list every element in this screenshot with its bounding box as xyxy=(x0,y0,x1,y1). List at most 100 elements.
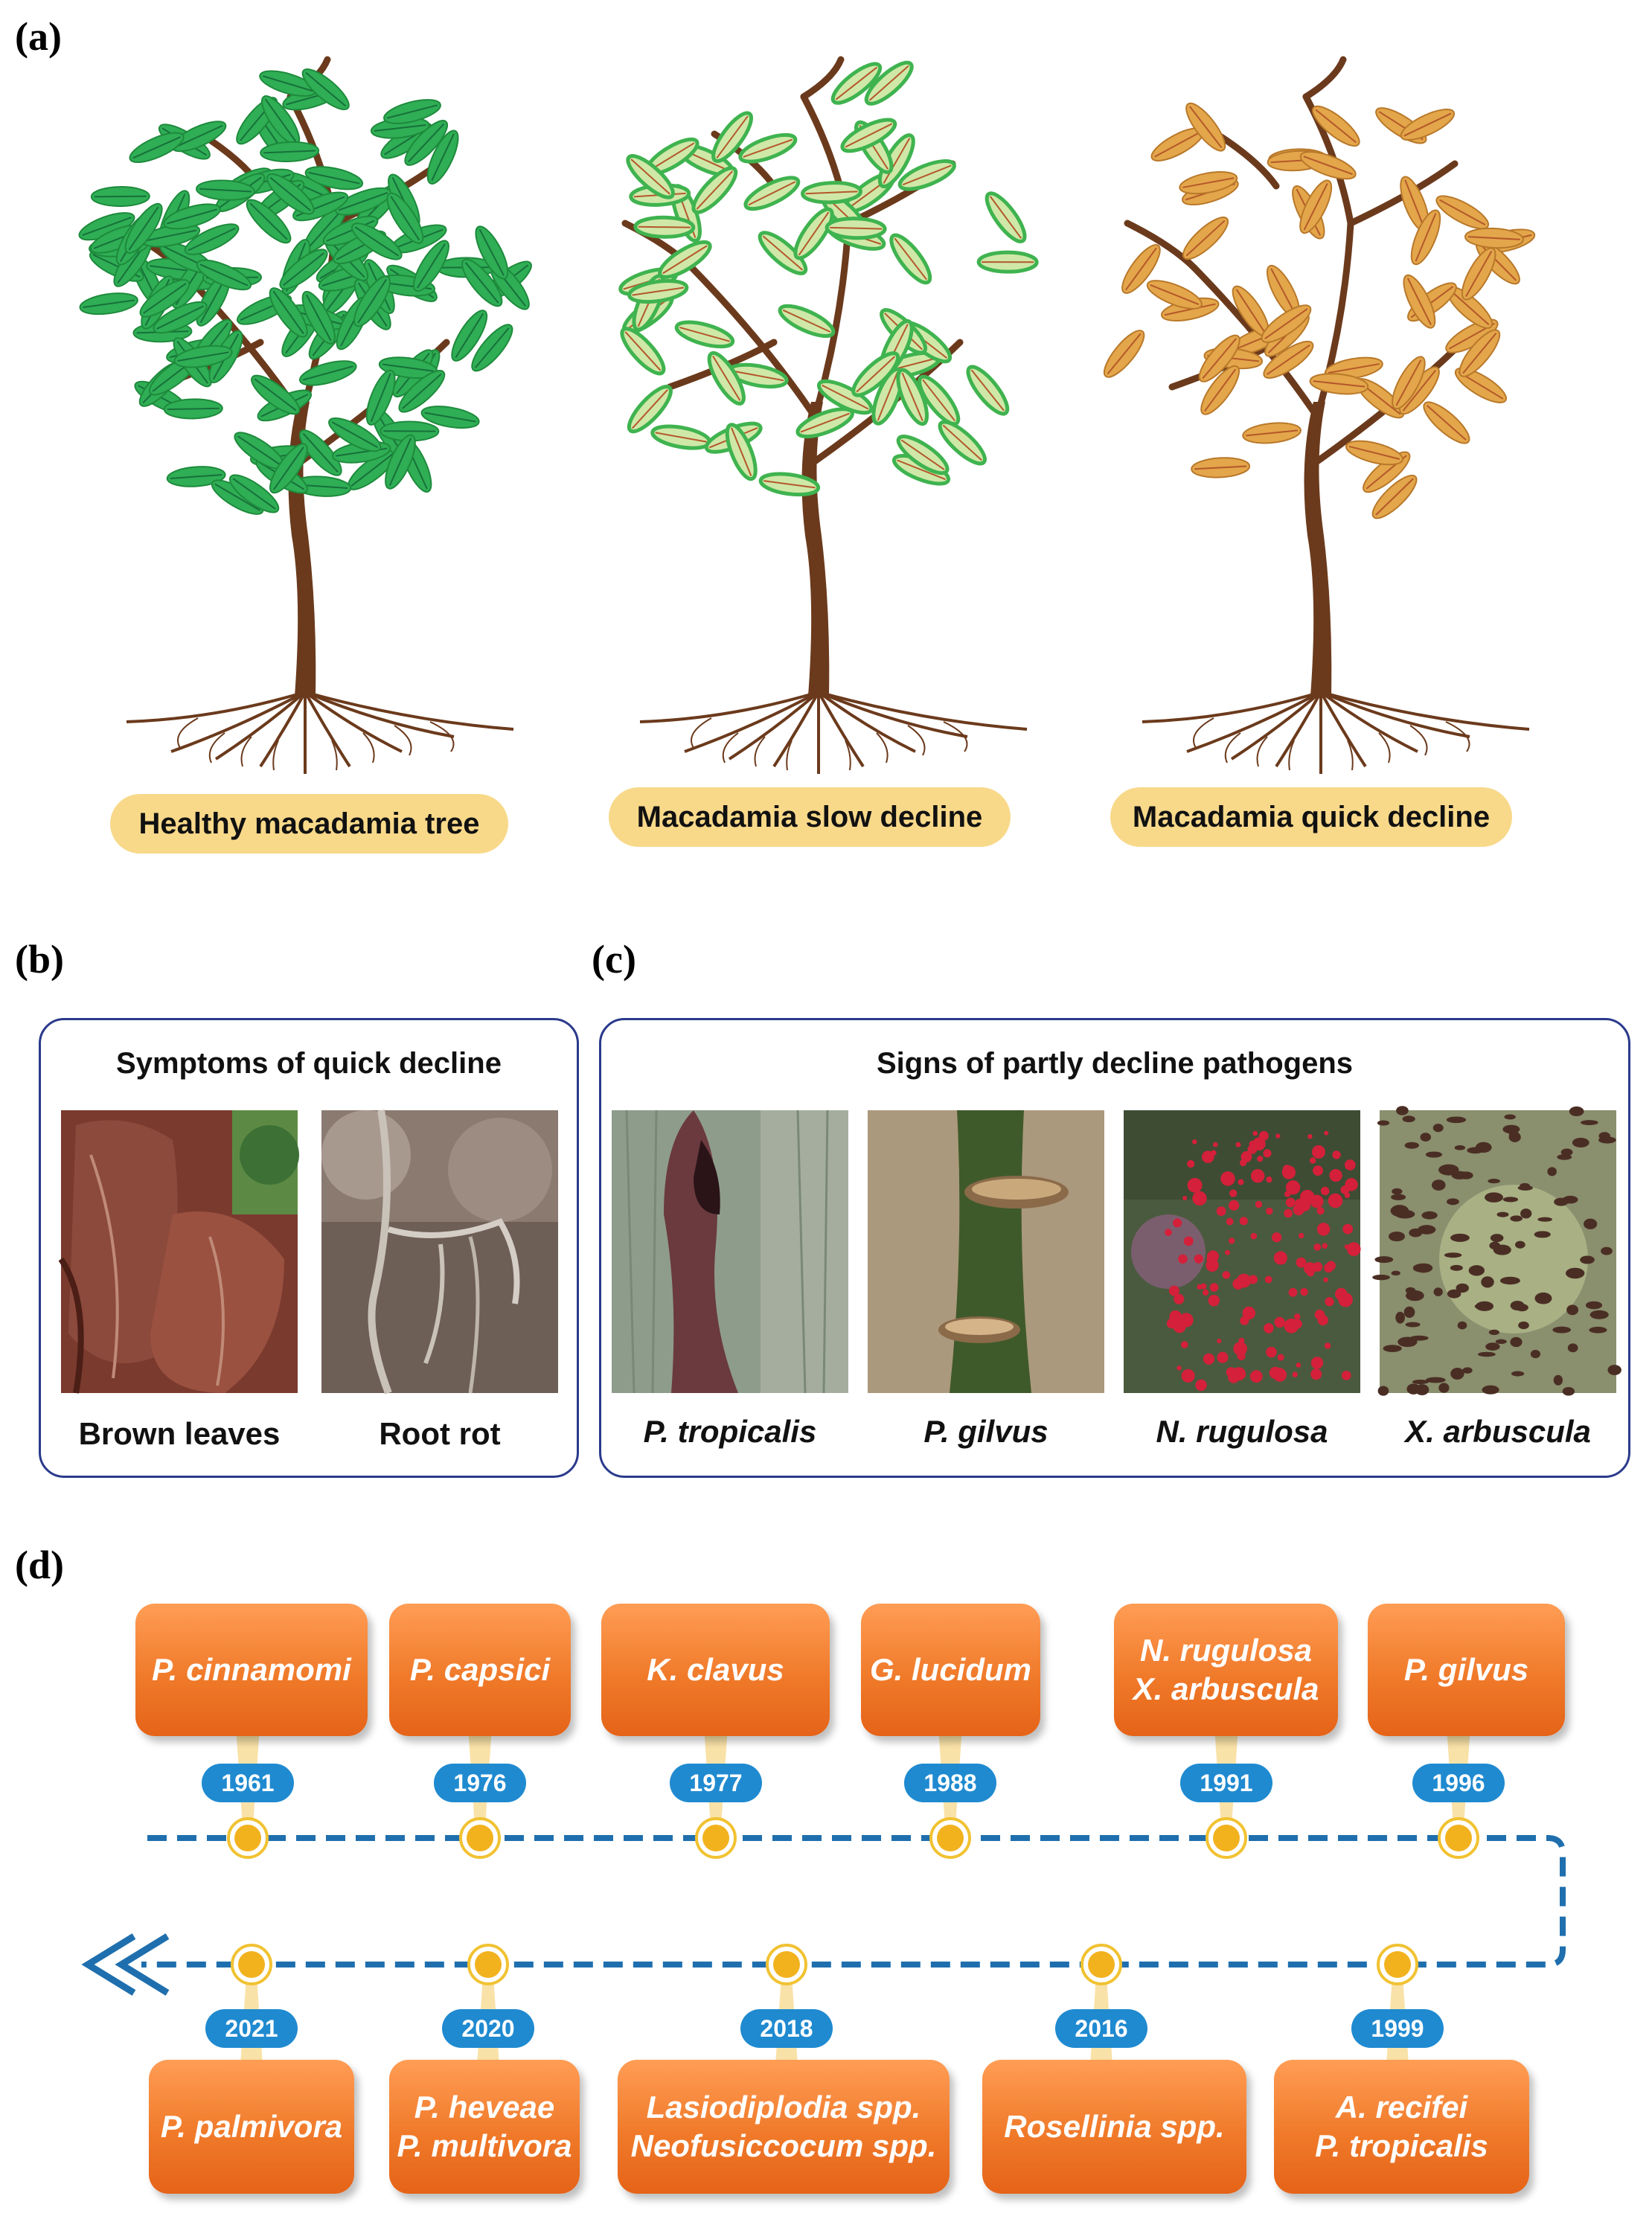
speckle xyxy=(1511,1371,1525,1377)
speckle xyxy=(1299,1232,1304,1239)
speckle xyxy=(1176,1365,1182,1371)
pathogen-card: G. lucidum xyxy=(861,1604,1040,1736)
speckle xyxy=(1300,1287,1308,1296)
speckle xyxy=(1534,1231,1551,1238)
speckle xyxy=(1402,1115,1415,1123)
leaf xyxy=(370,117,430,139)
speckle xyxy=(1307,1269,1315,1277)
leaf xyxy=(966,365,1010,416)
speckle xyxy=(1345,1178,1358,1191)
leaf xyxy=(897,159,956,191)
timeline-dashed-line xyxy=(141,1835,1566,1968)
speckle xyxy=(1489,1241,1501,1250)
speckle xyxy=(1403,1306,1415,1318)
leaf xyxy=(328,417,382,452)
year-badge: 1988 xyxy=(904,1764,996,1802)
speckle xyxy=(1322,1243,1328,1249)
symptoms-title: Symptoms of quick decline xyxy=(116,1047,502,1080)
leaf xyxy=(758,472,821,497)
speckle xyxy=(1482,1385,1499,1395)
speckle xyxy=(1222,1271,1231,1279)
leaf xyxy=(279,249,328,289)
leaf xyxy=(1121,244,1161,294)
speckle xyxy=(1203,1353,1215,1365)
speckle xyxy=(1332,1150,1341,1159)
pathogen-name: K. clavus xyxy=(647,1652,784,1687)
leaf xyxy=(1200,365,1240,415)
leaf xyxy=(1464,227,1524,249)
leaf xyxy=(1242,422,1302,444)
speckle xyxy=(1392,1188,1403,1195)
pathogen-card: P. gilvus xyxy=(1368,1604,1565,1736)
speckle xyxy=(1266,1346,1277,1358)
speckle xyxy=(1566,1304,1579,1316)
leaf xyxy=(1403,274,1436,329)
pathogen-card: P. capsici xyxy=(389,1604,571,1736)
speckle xyxy=(1248,1275,1258,1284)
speckle xyxy=(1334,1287,1348,1301)
speckle xyxy=(1508,1132,1521,1142)
speckle xyxy=(1229,1189,1238,1197)
leaf xyxy=(1459,329,1501,377)
leaf xyxy=(627,278,689,304)
speckle xyxy=(1405,1287,1416,1294)
leaf xyxy=(298,360,357,386)
root-rot-photo xyxy=(321,1110,558,1395)
caption-x-arbuscula: X. arbuscula xyxy=(1405,1414,1591,1449)
leaf xyxy=(163,203,221,230)
leaf xyxy=(269,287,308,338)
speckle xyxy=(1200,1283,1207,1290)
speckle xyxy=(1288,1171,1295,1178)
speckle xyxy=(1409,1335,1429,1341)
speckle xyxy=(1502,1124,1520,1134)
speckle xyxy=(1250,1169,1265,1183)
speckle xyxy=(1454,1145,1466,1150)
speckle xyxy=(1252,1130,1258,1136)
leaf xyxy=(1185,102,1226,152)
milestone-node-core xyxy=(937,1825,964,1851)
speckle xyxy=(1530,1350,1540,1359)
pathogen-card: P. palmivora xyxy=(149,2060,354,2194)
pathogen-name: P. heveae xyxy=(414,2090,555,2125)
speckle xyxy=(1166,1318,1177,1329)
speckle xyxy=(1275,1133,1281,1139)
leaf xyxy=(292,476,352,497)
milestone-node-core xyxy=(773,1951,800,1978)
leaf xyxy=(383,99,441,124)
speckle xyxy=(1560,1148,1573,1156)
speckle xyxy=(1316,1207,1325,1215)
speckle xyxy=(1242,1306,1256,1320)
speckle xyxy=(1229,1238,1235,1244)
leaf xyxy=(633,215,696,239)
leaf xyxy=(124,202,163,254)
leaf xyxy=(163,398,223,420)
speckle xyxy=(1537,1217,1552,1222)
speckle xyxy=(1329,1169,1342,1182)
speckle xyxy=(1284,1318,1299,1333)
leaf xyxy=(658,240,712,279)
speckle xyxy=(1266,1176,1272,1183)
arrow-head-inner xyxy=(115,1933,170,1996)
speckle xyxy=(1425,1151,1443,1158)
speckle xyxy=(1313,1165,1323,1176)
speckle xyxy=(1374,1256,1394,1264)
leaf xyxy=(1182,217,1229,260)
speckle xyxy=(1433,1287,1443,1296)
speckle xyxy=(1206,1258,1219,1272)
pathogen-name: P. palmivora xyxy=(160,2109,343,2144)
speckle xyxy=(1485,1192,1503,1203)
speckle xyxy=(1316,1223,1331,1236)
speckle xyxy=(1496,1211,1509,1217)
speckle xyxy=(1220,1171,1235,1186)
leaf xyxy=(1198,334,1240,382)
speckle xyxy=(1266,1207,1273,1215)
speckle xyxy=(1217,1351,1229,1363)
speckle xyxy=(1296,1363,1302,1368)
leaf xyxy=(461,258,503,307)
leaf xyxy=(1345,440,1403,466)
speckle xyxy=(1412,1380,1429,1385)
leaf xyxy=(139,279,191,318)
speckle xyxy=(1293,1313,1301,1320)
speckle xyxy=(1240,1151,1252,1162)
